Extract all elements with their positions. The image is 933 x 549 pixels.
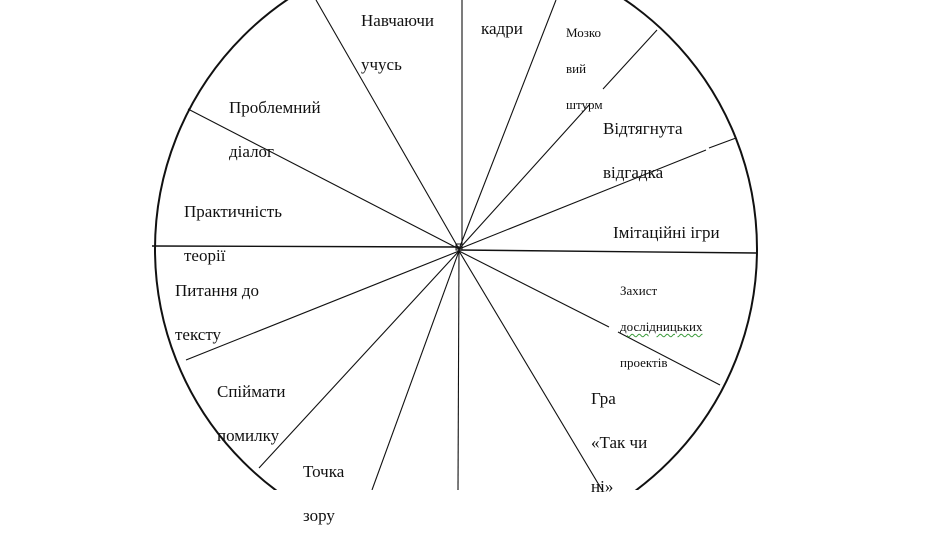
label-line: штурм [566,97,603,112]
divider-right-lower-a [458,250,610,328]
sector-label-vidtiahnuta-vidhadka: Відтягнута відгадка [603,96,683,206]
sector-label-problemnyi-dialoh: Проблемний діалог [229,75,321,185]
sector-label-praktychnist-teorii: Практичність теорії [184,179,282,289]
divider-upper-left-1 [315,0,460,250]
label-line: тексту [175,325,222,344]
sector-label-navchayuchy: Навчаючи учусь [361,0,434,98]
label-line: Мозко [566,25,602,40]
sector-label-hra-tak-chy-ni: Гра «Так чи ні» [591,366,647,520]
label-line: Імітаційні ігри [613,223,720,242]
label-line: помилку [217,426,280,445]
label-line: Проблемний [229,98,321,117]
outer-circle [154,0,758,490]
sector-label-pytannia-do-tekstu: Питання до тексту [175,258,259,368]
divider-lower-left-3 [371,250,460,490]
divider-lower-right [458,250,603,490]
label-line: теорії [184,246,226,265]
label-line: учусь [361,55,402,74]
label-line: Практичність [184,202,282,221]
divider-left [151,245,460,248]
label-line-spellcheck: дослідницьких [620,319,703,334]
sector-label-zakhyst-proektiv: Захист дослідницьких проектів [620,264,703,390]
divider-right [458,249,757,254]
divider-down [457,248,460,490]
label-line: проектів [620,355,668,370]
wheel-graphic [151,0,758,490]
label-line: діалог [229,142,275,161]
label-line: Точка [303,462,345,481]
label-line: відгадка [603,163,664,182]
sector-label-kadry: кадри [481,0,523,62]
label-line: Навчаючи [361,11,434,30]
label-line: Питання до [175,281,259,300]
divider-upper-right-2a [458,103,591,250]
label-line: «Так чи [591,433,648,452]
label-line: ні» [591,477,614,496]
divider-lines [151,0,757,490]
sector-label-imitatsiini-ihry: Імітаційні ігри [613,200,720,266]
label-line: вий [566,61,587,76]
label-line: зору [303,506,335,525]
label-line: Захист [620,283,658,298]
divider-lower-left-1 [185,250,460,361]
center-marker [455,243,463,251]
divider-upper-right-1 [458,0,557,250]
sector-label-tochka-zoru: Точка зору [303,439,344,549]
sector-wheel-diagram: Навчаючи учусь кадри Мозко вий штурм Від… [151,0,758,525]
divider-right-upper-a [458,149,707,250]
label-line: Спіймати [217,382,286,401]
divider-upper-left-2 [187,108,460,250]
divider-right-upper-b [708,137,737,149]
divider-right-lower-b [617,331,721,386]
label-line: Відтягнута [603,119,683,138]
label-line: кадри [481,19,523,38]
label-line: Гра [591,389,616,408]
sector-label-spiimaty-pomylku: Спіймати помилку [217,359,286,469]
divider-upper-right-2b [602,29,658,90]
divider-lower-left-2 [258,250,460,469]
sector-label-mozkovyi-shturm: Мозко вий штурм [566,6,603,132]
